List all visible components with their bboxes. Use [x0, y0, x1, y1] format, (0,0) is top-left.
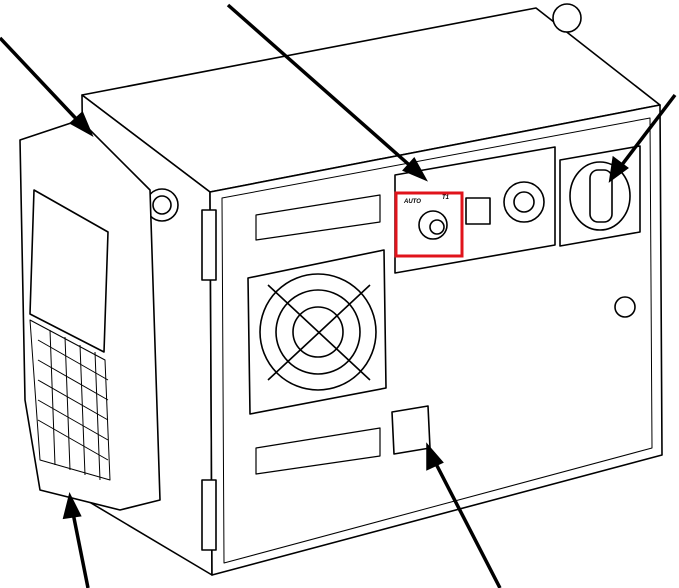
door-lock[interactable]	[614, 296, 636, 318]
auto-label: AUTO	[403, 199, 421, 205]
vent-lower	[255, 427, 381, 475]
main-breaker-handle[interactable]	[569, 161, 631, 231]
mode-key-switch[interactable]	[418, 210, 448, 240]
emergency-stop-button[interactable]	[503, 181, 545, 223]
t1-label: T1	[442, 195, 450, 201]
callout-arrows	[0, 3, 677, 588]
vent-upper	[255, 194, 381, 241]
teach-pendant	[19, 119, 161, 511]
reset-button[interactable]	[465, 197, 491, 225]
highlight-box	[394, 191, 464, 258]
cooling-fan	[247, 249, 387, 415]
label-plate	[391, 405, 431, 455]
